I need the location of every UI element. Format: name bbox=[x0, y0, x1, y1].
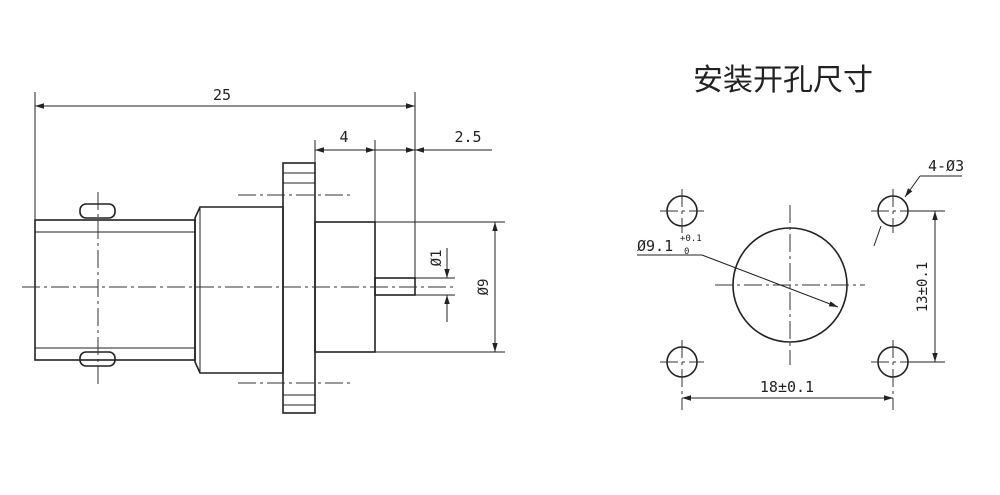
rear-body-outline bbox=[194, 206, 284, 374]
side-view: 25 4 2.5 Ø1 Ø9 bbox=[22, 86, 505, 414]
dim-flange-to-face: 4 bbox=[339, 128, 348, 146]
dim-total-length: 25 bbox=[213, 86, 231, 104]
horizontal-spacing-dim: 18±0.1 bbox=[760, 378, 814, 396]
bnc-body-outline bbox=[34, 219, 196, 361]
center-hole-tolerance-upper: +0.1 bbox=[680, 234, 702, 244]
flange-outline bbox=[282, 162, 316, 414]
dim-pin-length: 2.5 bbox=[454, 128, 481, 146]
panel-cutout-view: 安装开孔尺寸 Ø9.1 +0.1 0 4-Ø3 13±0.1 bbox=[637, 63, 964, 410]
dim-body-diameter: Ø9 bbox=[476, 279, 492, 296]
dim-pin-diameter: Ø1 bbox=[429, 250, 445, 267]
vertical-spacing-dim: 13±0.1 bbox=[915, 262, 931, 313]
center-hole-diameter-label: Ø9.1 bbox=[637, 237, 673, 255]
center-hole-tolerance-lower: 0 bbox=[684, 247, 689, 257]
cutout-title: 安装开孔尺寸 bbox=[693, 63, 873, 98]
mounting-holes-label: 4-Ø3 bbox=[928, 157, 964, 175]
